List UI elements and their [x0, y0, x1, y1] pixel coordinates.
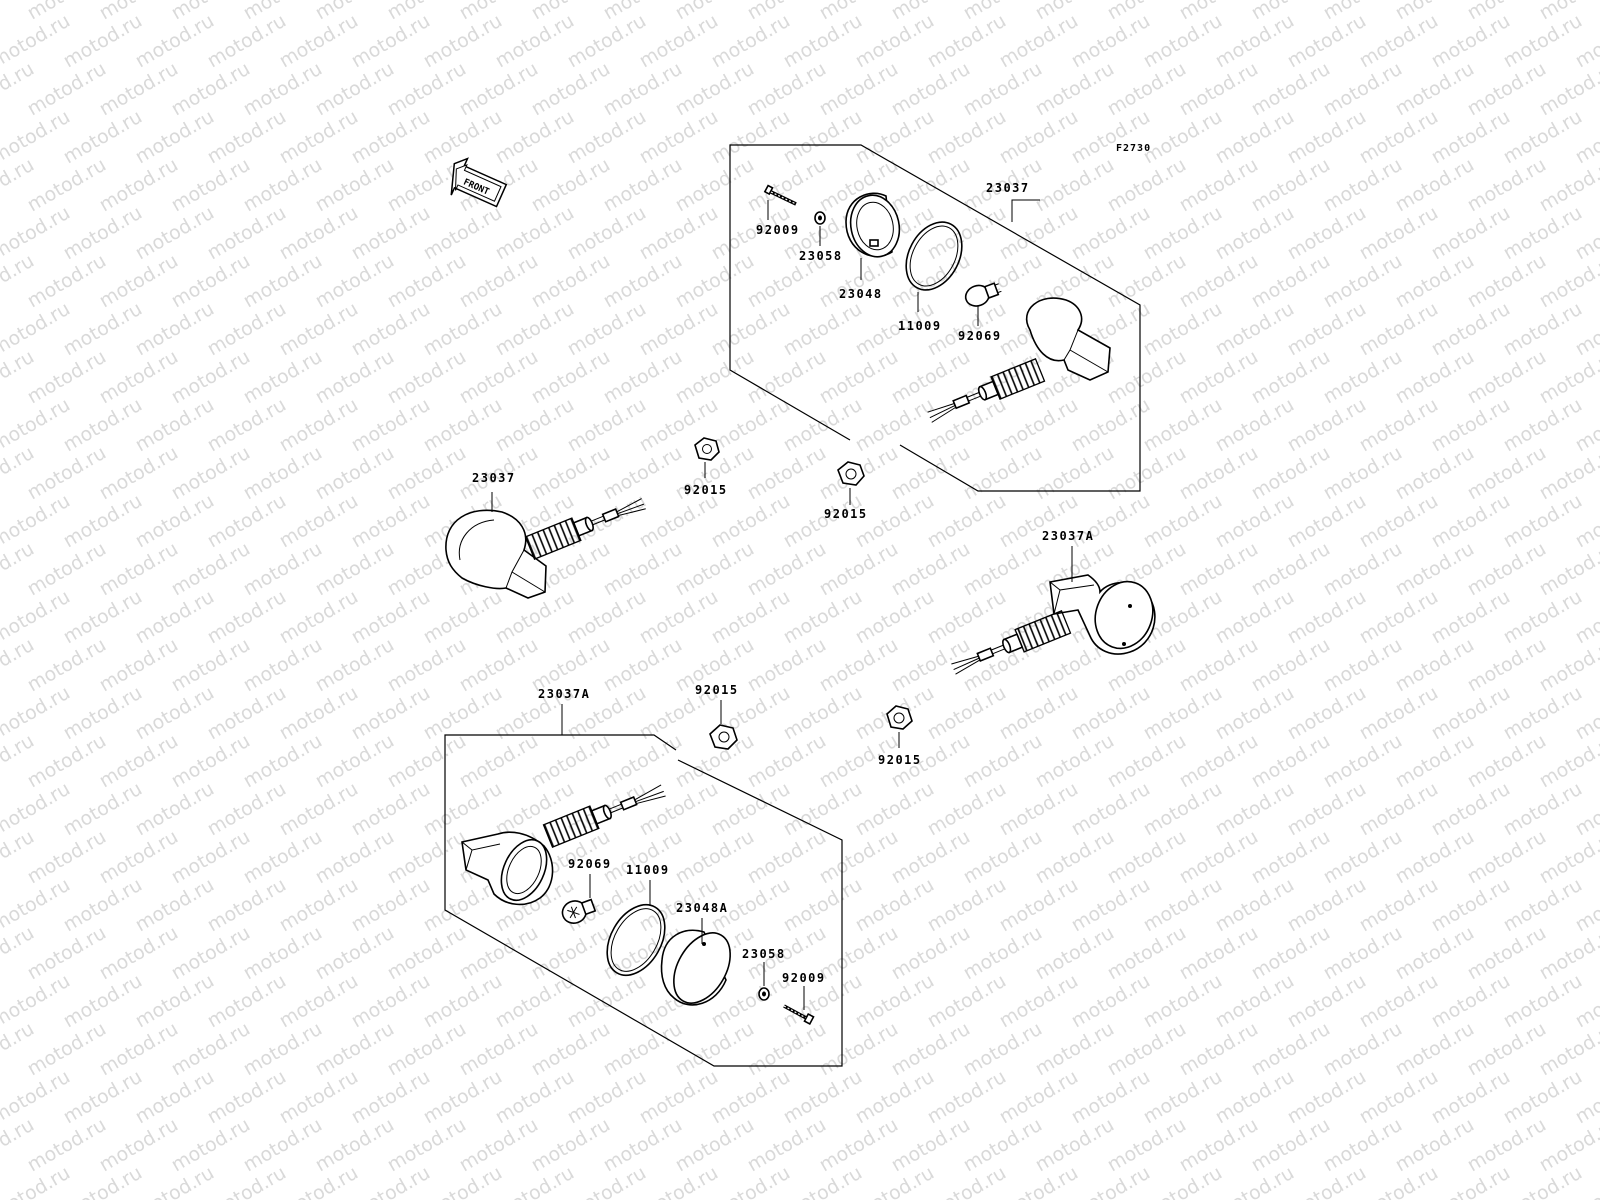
label-top-bulb: 92069 — [958, 329, 1002, 343]
label-right-nut: 92015 — [878, 753, 922, 767]
right-turn-signal — [951, 574, 1156, 675]
top-bolt — [763, 184, 797, 206]
bottom-bolt — [783, 1004, 815, 1026]
label-bottom-bolt: 92009 — [782, 971, 826, 985]
label-top-gasket: 11009 — [898, 319, 942, 333]
label-bottom-turn-signal: 23037A — [538, 687, 590, 701]
label-top-nut: 92015 — [824, 507, 868, 521]
label-left-nut: 92015 — [684, 483, 728, 497]
top-gasket — [905, 221, 963, 291]
bottom-group-frame — [444, 734, 843, 1067]
top-turn-signal — [927, 297, 1111, 423]
label-bottom-lens: 23048A — [676, 901, 728, 915]
figure-code: F2730 — [1116, 143, 1151, 154]
label-right-turn-signal: 23037A — [1042, 529, 1094, 543]
label-top-lens: 23048 — [839, 287, 883, 301]
right-nut — [886, 705, 913, 730]
top-lens — [845, 192, 901, 258]
front-arrow-icon: FRONT — [450, 157, 508, 208]
top-nut — [837, 461, 865, 486]
left-turn-signal — [445, 498, 646, 599]
bottom-nut — [709, 724, 738, 750]
left-nut — [694, 437, 720, 461]
bottom-turn-signal — [461, 784, 666, 906]
top-bulb — [964, 282, 1002, 307]
label-top-bolt: 92009 — [756, 223, 800, 237]
label-top-turn-signal: 23037 — [986, 181, 1030, 195]
label-top-washer: 23058 — [799, 249, 843, 263]
label-bottom-gasket: 11009 — [626, 863, 670, 877]
label-bottom-bulb: 92069 — [568, 857, 612, 871]
watermark-text: motod.ru — [0, 1162, 2, 1200]
bottom-gasket — [606, 903, 666, 977]
label-bottom-nut: 92015 — [695, 683, 739, 697]
top-group-frame — [729, 144, 1141, 492]
label-left-turn-signal: 23037 — [472, 471, 516, 485]
bottom-bulb — [561, 898, 597, 924]
bottom-lens — [660, 929, 731, 1006]
label-bottom-washer: 23058 — [742, 947, 786, 961]
